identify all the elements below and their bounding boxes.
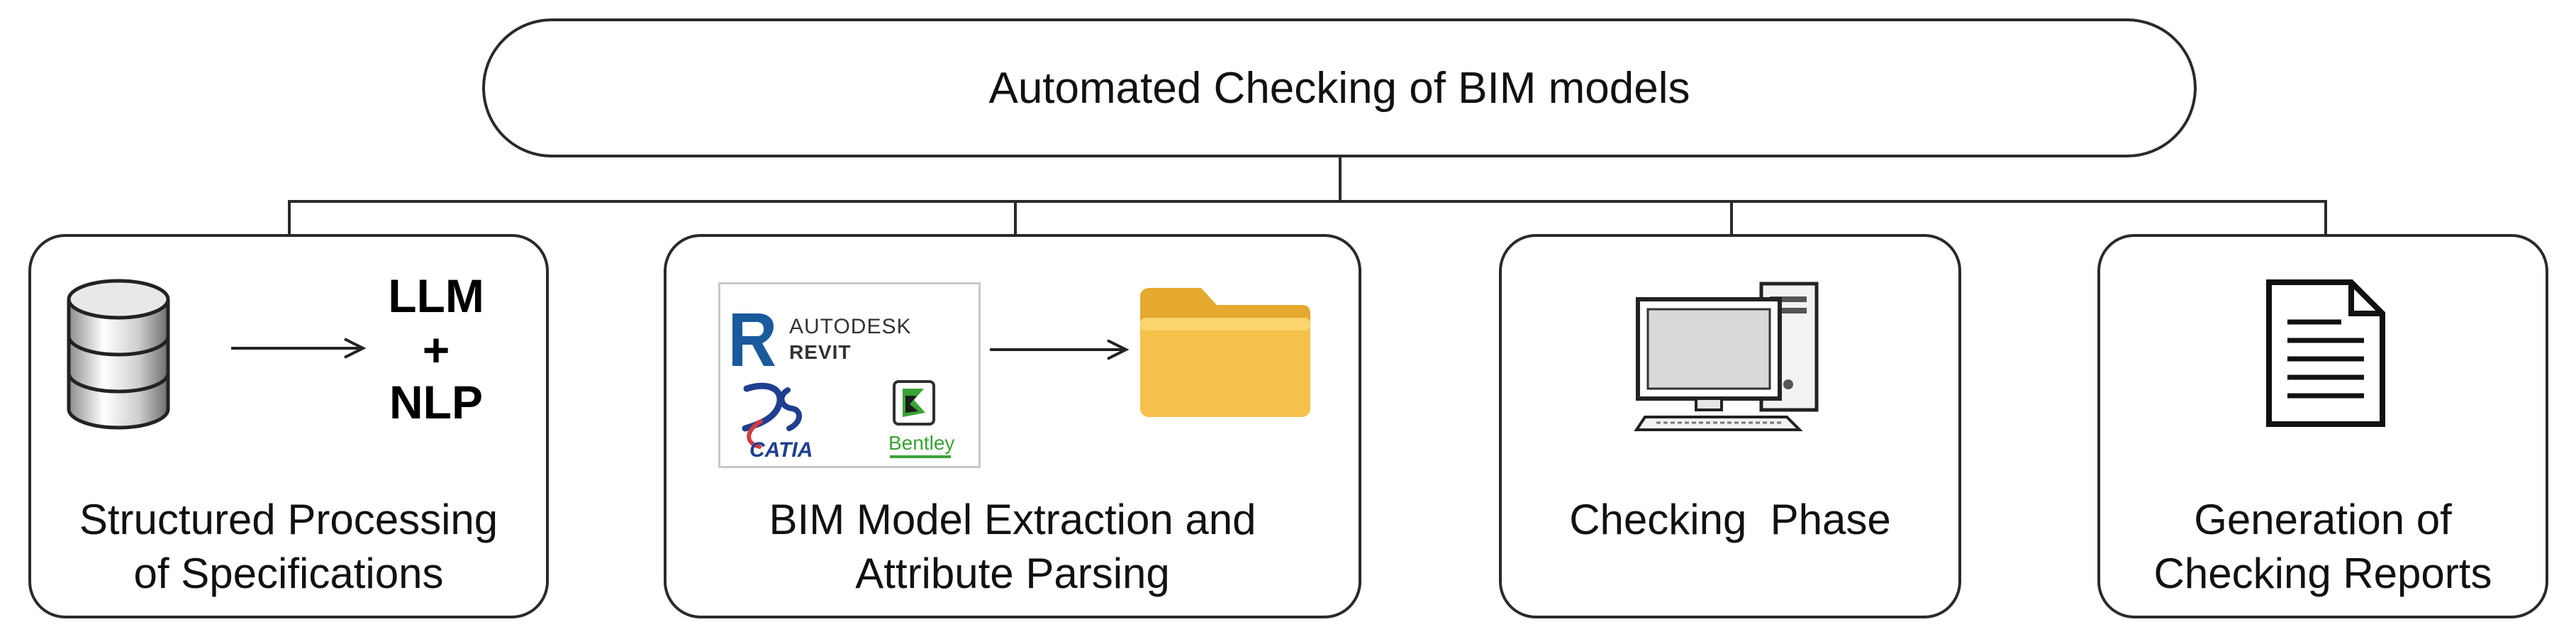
stage-label-line2: Attribute Parsing [855, 550, 1170, 597]
catia-logo-text: CATIA [749, 438, 813, 462]
catia-logo-icon [742, 382, 802, 449]
revit-logo-text: REVIT [789, 341, 851, 363]
stage-label-line2: Checking Reports [2153, 550, 2492, 597]
software-logos: AUTODESK REVIT CATIA Bentley [732, 313, 954, 462]
software-logos-panel [718, 282, 981, 468]
computer-icon [1634, 282, 1819, 431]
bentley-logo-icon [893, 380, 935, 426]
title-box: Automated Checking of BIM models [482, 18, 2197, 157]
revit-logo-icon [732, 313, 775, 366]
stage-label-line1: Generation of [2194, 496, 2452, 543]
connector-trunk [1339, 157, 1342, 201]
bentley-logo-text: Bentley [888, 432, 954, 454]
database-icon [67, 279, 170, 430]
stage-label-line1: BIM Model Extraction and [769, 496, 1256, 543]
stage-label-line1: Checking Phase [1569, 496, 1891, 543]
connector-drop-3 [1730, 200, 1733, 235]
folder-icon [1140, 288, 1310, 417]
stage-label-line1: Structured Processing [79, 496, 498, 543]
tech-llm: LLM [388, 270, 484, 322]
arrow-icon [231, 338, 367, 359]
document-icon [2266, 279, 2385, 427]
arrow-icon [990, 339, 1130, 360]
tech-label: LLM + NLP [388, 270, 484, 428]
connector-drop-1 [288, 200, 291, 235]
tech-nlp: NLP [389, 376, 483, 428]
tech-plus: + [423, 323, 450, 376]
stage-label-line2: of Specifications [133, 550, 444, 597]
autodesk-logo-text: AUTODESK [789, 315, 912, 338]
connector-drop-4 [2324, 200, 2327, 235]
diagram-title: Automated Checking of BIM models [988, 63, 1690, 113]
connector-bus [288, 200, 2327, 203]
connector-drop-2 [1014, 200, 1017, 235]
